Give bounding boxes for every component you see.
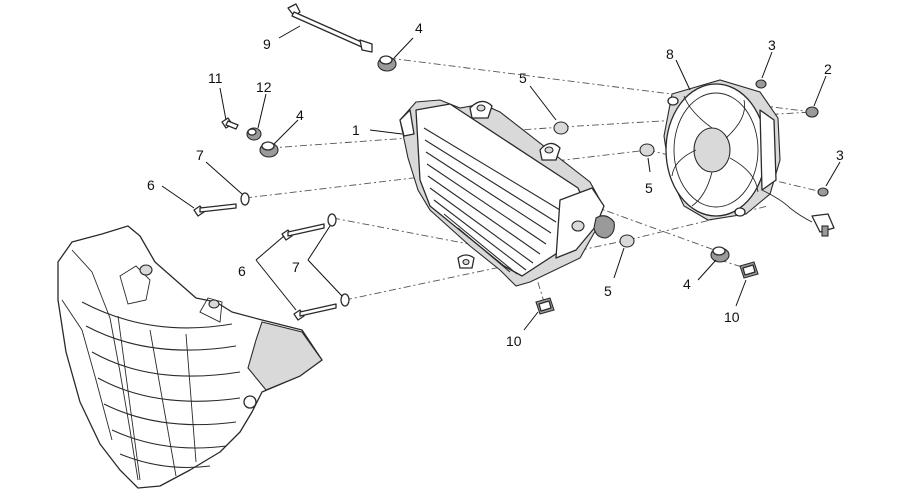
- leader-lines: [161, 25, 841, 331]
- callout-2: 2: [824, 61, 832, 77]
- callout-12: 12: [256, 79, 272, 95]
- callout-4-right: 4: [683, 276, 691, 292]
- nut-right: [805, 106, 819, 118]
- callout-11: 11: [208, 70, 223, 86]
- clip-nut-left: [535, 297, 555, 315]
- callout-10-left: 10: [506, 333, 522, 349]
- callout-5-lower: 5: [604, 283, 612, 299]
- rubber-grommet-top: [377, 55, 397, 72]
- callout-9: 9: [263, 36, 271, 52]
- callout-5-middle: 5: [645, 180, 653, 196]
- rubber-grommet-left: [259, 141, 279, 158]
- spacer-upper: [553, 121, 569, 135]
- washer-lower: [340, 293, 350, 307]
- callout-7-upper: 7: [196, 147, 204, 163]
- nut-upper: [755, 79, 767, 89]
- spacer-bush: [246, 127, 262, 141]
- radiator: [399, 99, 615, 287]
- callout-4-top: 4: [415, 20, 423, 36]
- screw-upper: [193, 203, 237, 217]
- spacer-lower: [619, 234, 635, 248]
- screw-lower: [293, 303, 337, 321]
- washer-middle: [327, 213, 337, 227]
- cooling-fan: [663, 79, 835, 237]
- callout-3-upper: 3: [768, 37, 776, 53]
- callout-4-left: 4: [296, 107, 304, 123]
- nut-lower: [817, 187, 829, 197]
- callout-10-right: 10: [724, 309, 740, 325]
- callout-3-lower: 3: [836, 147, 844, 163]
- callout-1: 1: [352, 122, 360, 138]
- small-screw: [221, 117, 239, 130]
- washer-upper: [240, 192, 250, 206]
- callout-6-upper: 6: [147, 177, 155, 193]
- front-grille-cover: [57, 225, 323, 489]
- callout-7-lower: 7: [292, 259, 300, 275]
- long-bolt: [287, 3, 373, 53]
- clip-nut-right: [739, 261, 759, 279]
- rubber-grommet-right: [710, 246, 730, 263]
- spacer-middle: [639, 143, 655, 157]
- callout-5-upper: 5: [519, 70, 527, 86]
- callout-6-lower: 6: [238, 263, 246, 279]
- callout-labels: 1 2 3 3 4 4 4 5 5 5 6 6 7 7 8 9 10 10 11…: [147, 20, 844, 349]
- screw-middle: [281, 223, 325, 241]
- callout-8: 8: [666, 46, 674, 62]
